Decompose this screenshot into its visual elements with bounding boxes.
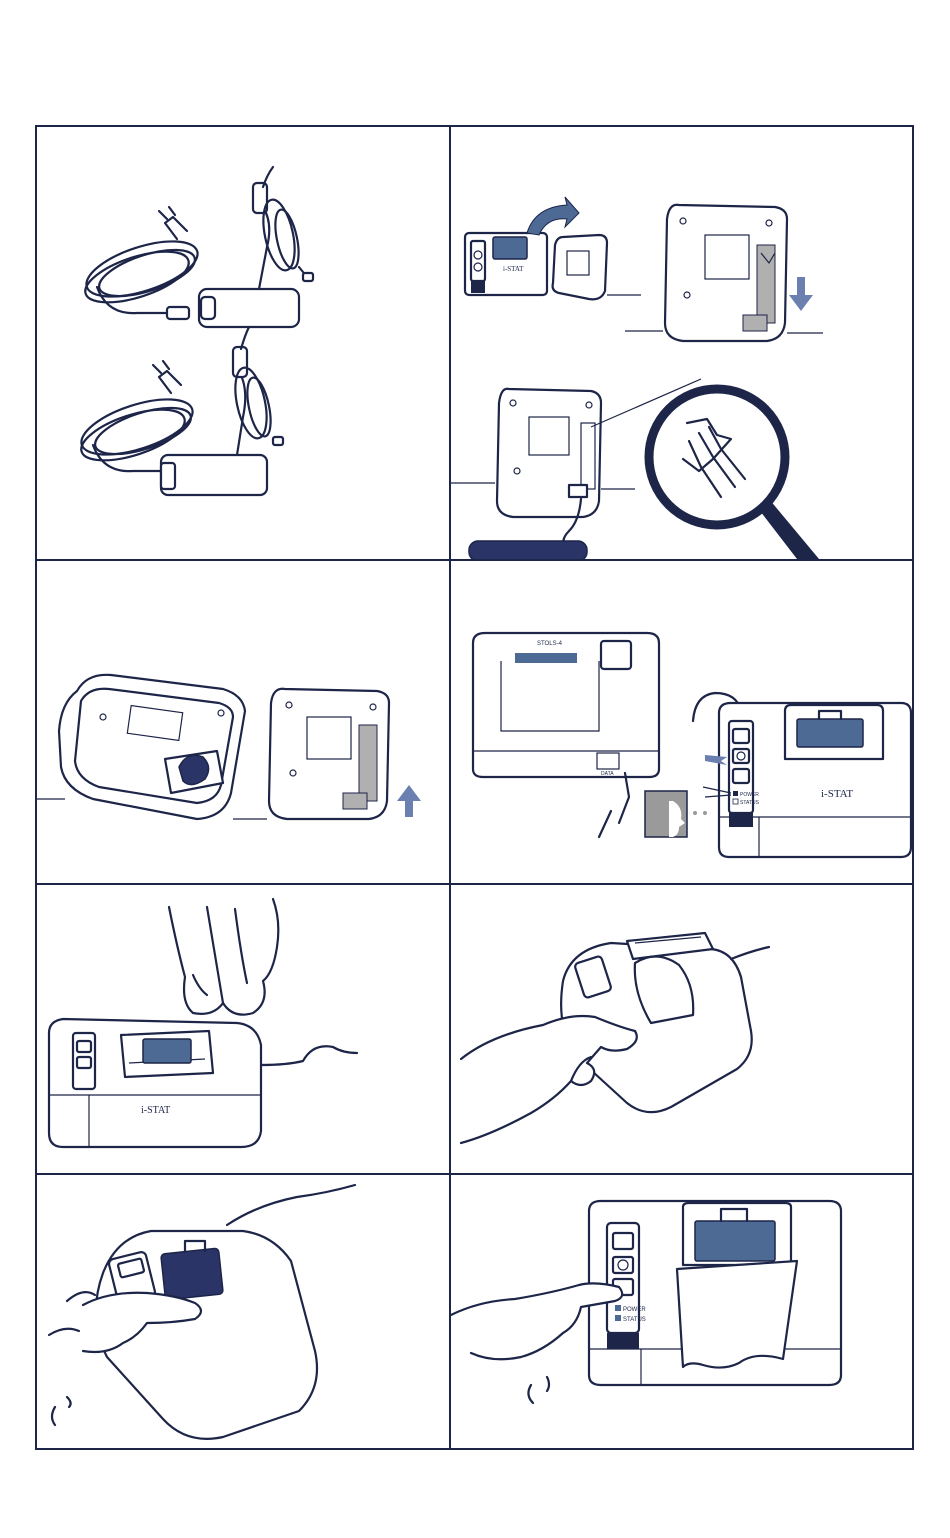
brand-label: i-STAT — [821, 788, 853, 800]
printer-open-lid: i-STAT — [49, 1019, 357, 1147]
status-label-panel8: STATUS — [623, 1317, 646, 1323]
printer-rear-view: STOLS-4 DATA — [473, 633, 659, 837]
down-arrow — [789, 277, 813, 311]
magnifier — [591, 379, 819, 559]
panel-power-on: STOLS-4 DATA — [451, 561, 914, 883]
printer-front-large: POWER STATUS i-STAT — [693, 693, 911, 857]
panel-close-lid — [451, 885, 914, 1173]
printer-back-upright — [233, 689, 389, 819]
printer-back-battery — [451, 389, 635, 559]
panel-load-paper: i-STAT — [37, 885, 449, 1173]
printer-feed-front: POWER STATUS — [589, 1201, 841, 1385]
panel-press-power — [37, 1175, 449, 1450]
power-label: POWER — [740, 792, 759, 798]
power-on-illustration: STOLS-4 DATA — [451, 561, 914, 883]
port-label: DATA — [601, 771, 614, 777]
printer-tilted — [37, 675, 245, 819]
model-label: STOLS-4 — [537, 641, 563, 647]
power-adapters-illustration — [37, 127, 449, 559]
hand-placing-paper — [169, 899, 278, 1015]
close-lid-illustration — [451, 885, 914, 1173]
press-feed-illustration: POWER STATUS — [451, 1175, 914, 1450]
instruction-grid: i-STAT — [35, 125, 914, 1450]
press-power-illustration — [37, 1175, 449, 1450]
panel-press-feed: POWER STATUS — [451, 1175, 914, 1450]
battery-connect-illustration: i-STAT — [451, 127, 914, 559]
printer-back-small — [553, 235, 607, 299]
rotate-arrow — [527, 197, 579, 235]
up-arrow — [397, 785, 421, 817]
panel-battery-insert — [37, 561, 449, 883]
load-paper-illustration: i-STAT — [37, 885, 449, 1173]
power-adapter-brick-1 — [199, 167, 313, 327]
face-listen-box — [645, 791, 707, 837]
panel-power-adapters — [37, 127, 449, 559]
printer-back-large — [665, 205, 787, 341]
power-adapter-brick-2 — [161, 327, 283, 495]
status-label: STATUS — [740, 800, 760, 806]
battery-insert-illustration — [37, 561, 449, 883]
power-cord-coil-1 — [79, 207, 203, 319]
brand-label-small: i-STAT — [503, 265, 524, 273]
power-label-panel8: POWER — [623, 1307, 646, 1313]
panel-battery-connect: i-STAT — [451, 127, 914, 559]
printer-front-small: i-STAT — [465, 233, 547, 295]
brand-label-panel5: i-STAT — [141, 1105, 170, 1116]
